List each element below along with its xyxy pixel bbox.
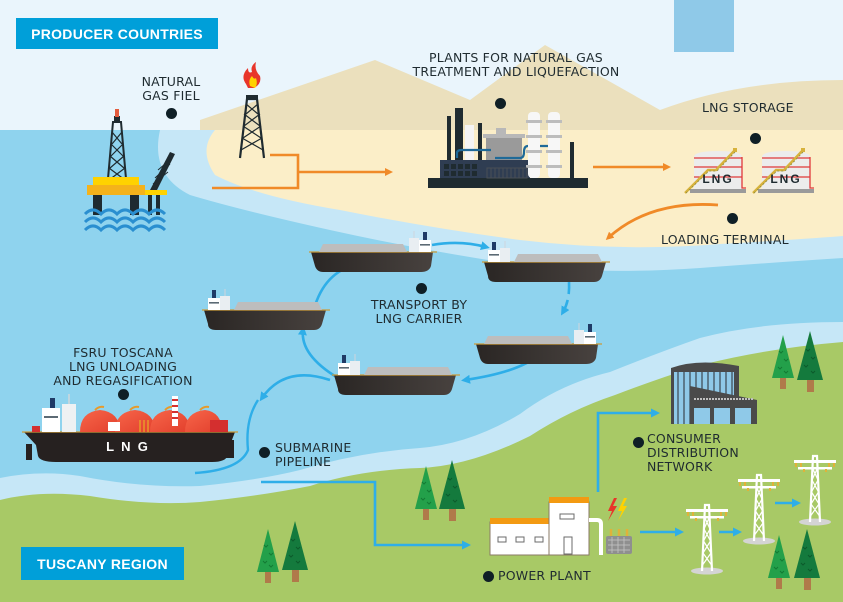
transformer-icon [606,529,632,554]
office-building-icon [671,0,757,424]
liquefaction-plants-marker [495,98,506,109]
label-line: NATURAL [141,74,201,89]
label-line: TREATMENT AND LIQUEFACTION [412,64,620,79]
fsru-vessel-icon: L N G [22,394,238,462]
liquefaction-plants-label: PLANTS FOR NATURAL GAS TREATMENT AND LIQ… [384,51,648,79]
fsru-toscana-label: FSRU TOSCANA LNG UNLOADING AND REGASIFIC… [38,346,208,388]
loading-terminal-marker [727,213,738,224]
transport-lng-carrier-label: TRANSPORT BY LNG CARRIER [356,298,482,326]
tank-label: LNG [770,172,801,186]
power-plant-label: POWER PLANT [498,569,591,583]
label-line: LNG CARRIER [375,311,463,326]
transport-marker [416,283,427,294]
producer-land [206,130,843,248]
offshore-oil-rig-icon [83,109,175,233]
tuscany-region-badge: TUSCANY REGION [21,547,184,580]
label-line: LNG STORAGE [702,100,794,115]
label-line: TRANSPORT BY [370,297,468,312]
fsru-hull-label: L N G [106,439,148,454]
lightning-bolt-icon [608,498,627,521]
label-line: PIPELINE [275,454,332,469]
power-plant-marker [483,571,494,582]
natural-gas-field-marker [166,108,177,119]
gas-flow-arrows [212,153,719,241]
label-line: LOADING TERMINAL [661,232,789,247]
consumer-distribution-network-label: CONSUMER DISTRIBUTION NETWORK [647,432,739,474]
label-line: POWER PLANT [498,568,591,583]
consumer-network-marker [633,437,644,448]
label-line: CONSUMER [647,431,721,446]
fsru-marker [118,389,129,400]
label-line: PLANTS FOR NATURAL GAS [429,50,603,65]
lng-storage-label: LNG STORAGE [702,101,794,115]
label-line: NETWORK [647,459,713,474]
lng-storage-marker [750,133,761,144]
lng-flow-arrows [194,241,801,550]
producer-countries-badge: PRODUCER COUNTRIES [16,18,218,49]
label-line: AND REGASIFICATION [53,373,193,388]
loading-terminal-label: LOADING TERMINAL [661,233,789,247]
tank-label: LNG [702,172,733,186]
label-line: LNG UNLOADING [68,359,178,374]
power-plant-building-icon [489,497,603,556]
label-line: DISTRIBUTION [647,445,739,460]
submarine-pipeline-label: SUBMARINE PIPELINE [275,441,351,469]
label-line: GAS FIEL [142,88,200,103]
tuscany-land [0,342,843,602]
natural-gas-field-label: NATURAL GAS FIEL [133,75,209,103]
label-line: SUBMARINE [275,440,352,455]
liquefaction-plant-icon [428,108,588,188]
lng-storage-tank-icon: LNG LNG [684,148,814,194]
gas-flare-derrick-icon [238,62,266,159]
label-line: FSRU TOSCANA [73,345,173,360]
submarine-pipeline-marker [259,447,270,458]
